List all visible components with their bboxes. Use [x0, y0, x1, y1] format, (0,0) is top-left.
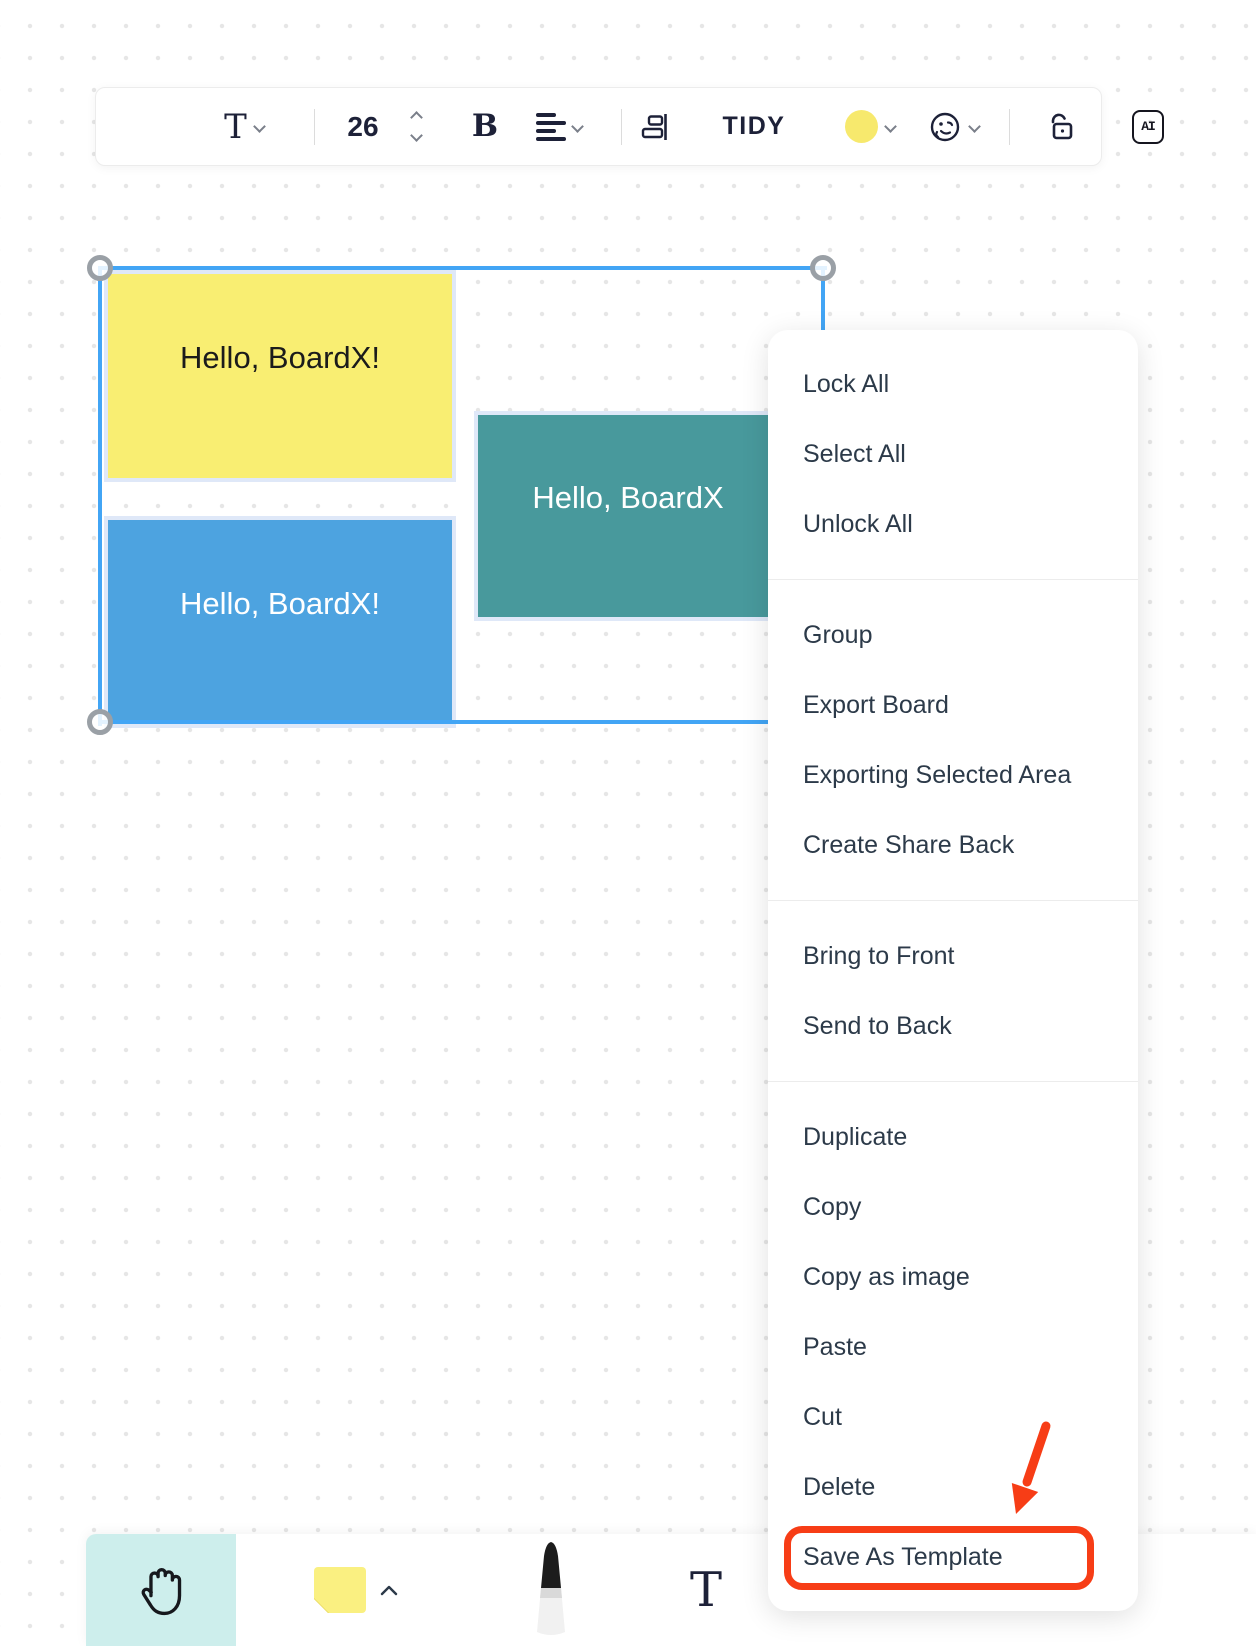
font-size-stepper[interactable] — [401, 88, 431, 165]
chevron-up-icon[interactable] — [380, 1585, 398, 1596]
sticky-note-yellow[interactable]: Hello, BoardX! — [104, 270, 456, 482]
menu-item-group[interactable]: Group — [803, 621, 873, 649]
ai-icon: AI — [1132, 109, 1164, 144]
unlock-button[interactable] — [1041, 88, 1079, 165]
menu-item-paste[interactable]: Paste — [803, 1333, 867, 1361]
sticky-note-teal[interactable]: Hello, BoardX — [474, 411, 782, 621]
menu-divider — [768, 900, 1138, 901]
stepper-down-icon[interactable] — [409, 129, 423, 142]
chevron-down-icon — [252, 120, 266, 133]
menu-divider — [768, 1081, 1138, 1082]
emoji-dropdown[interactable] — [922, 88, 984, 165]
sticky-note-text: Hello, BoardX! — [180, 586, 380, 621]
toolbar-divider — [621, 109, 622, 145]
sticky-note-text: Hello, BoardX — [532, 480, 724, 515]
menu-item-copy-as-image[interactable]: Copy as image — [803, 1263, 970, 1291]
align-right-icon — [641, 113, 667, 140]
context-menu: Lock All Select All Unlock All Group Exp… — [768, 330, 1138, 1611]
sticky-note-tool-icon — [314, 1567, 366, 1613]
selection-edge-bottom — [98, 720, 770, 724]
align-icon — [536, 112, 566, 141]
annotation-arrow — [1011, 1421, 1051, 1514]
toolbar-divider — [1009, 109, 1010, 145]
text-tool-icon: T — [689, 1562, 722, 1618]
menu-item-duplicate[interactable]: Duplicate — [803, 1123, 908, 1151]
menu-divider — [768, 579, 1138, 580]
menu-item-export-board[interactable]: Export Board — [803, 691, 949, 719]
menu-item-cut[interactable]: Cut — [803, 1403, 842, 1431]
hand-tool-button[interactable] — [86, 1534, 236, 1646]
menu-item-lock-all[interactable]: Lock All — [803, 370, 890, 398]
align-right-button[interactable] — [636, 88, 672, 165]
format-toolbar: T 26 B TIDY — [95, 87, 1164, 166]
menu-item-bring-to-front[interactable]: Bring to Front — [803, 942, 955, 970]
emoji-icon — [930, 112, 959, 141]
menu-item-exporting-selected-area[interactable]: Exporting Selected Area — [803, 761, 1072, 789]
chevron-down-icon — [571, 120, 584, 133]
stepper-up-icon[interactable] — [409, 111, 423, 124]
chevron-down-icon — [967, 120, 981, 133]
menu-item-select-all[interactable]: Select All — [803, 440, 906, 468]
menu-item-copy[interactable]: Copy — [803, 1193, 862, 1221]
text-style-icon: T — [224, 106, 247, 147]
menu-item-delete[interactable]: Delete — [803, 1473, 876, 1501]
pen-tool-button[interactable] — [516, 1534, 586, 1646]
unlock-icon — [1051, 113, 1073, 139]
fill-color-dropdown[interactable] — [840, 88, 900, 165]
chevron-down-icon — [884, 120, 897, 133]
selection-edge-top — [98, 266, 827, 270]
sticky-note-blue[interactable]: Hello, BoardX! — [104, 516, 456, 728]
sticky-note-text: Hello, BoardX! — [180, 340, 380, 375]
toolbar-divider — [314, 109, 315, 145]
font-size-value[interactable]: 26 — [347, 110, 379, 142]
ai-button[interactable]: AI — [1132, 88, 1164, 165]
text-style-dropdown[interactable]: T — [214, 88, 274, 165]
pen-icon — [537, 1542, 565, 1635]
menu-item-unlock-all[interactable]: Unlock All — [803, 510, 913, 538]
menu-item-send-to-back[interactable]: Send to Back — [803, 1012, 952, 1040]
menu-item-create-share-back[interactable]: Create Share Back — [803, 831, 1015, 859]
hand-icon — [141, 1568, 182, 1616]
menu-item-save-as-template[interactable]: Save As Template — [803, 1543, 1003, 1571]
selection-handle-top-left[interactable] — [87, 255, 113, 281]
selection-edge-left — [98, 266, 102, 726]
fill-color-swatch — [845, 110, 878, 143]
sticky-note-tool-button[interactable] — [261, 1534, 451, 1646]
tidy-button[interactable]: TIDY — [722, 112, 786, 140]
text-tool-button[interactable]: T — [671, 1534, 741, 1646]
align-dropdown[interactable] — [528, 88, 590, 165]
bold-button[interactable]: B — [471, 108, 499, 144]
selection-handle-bottom-left[interactable] — [87, 709, 113, 735]
selection-edge-right — [821, 266, 825, 332]
selection-handle-top-right[interactable] — [810, 255, 836, 281]
